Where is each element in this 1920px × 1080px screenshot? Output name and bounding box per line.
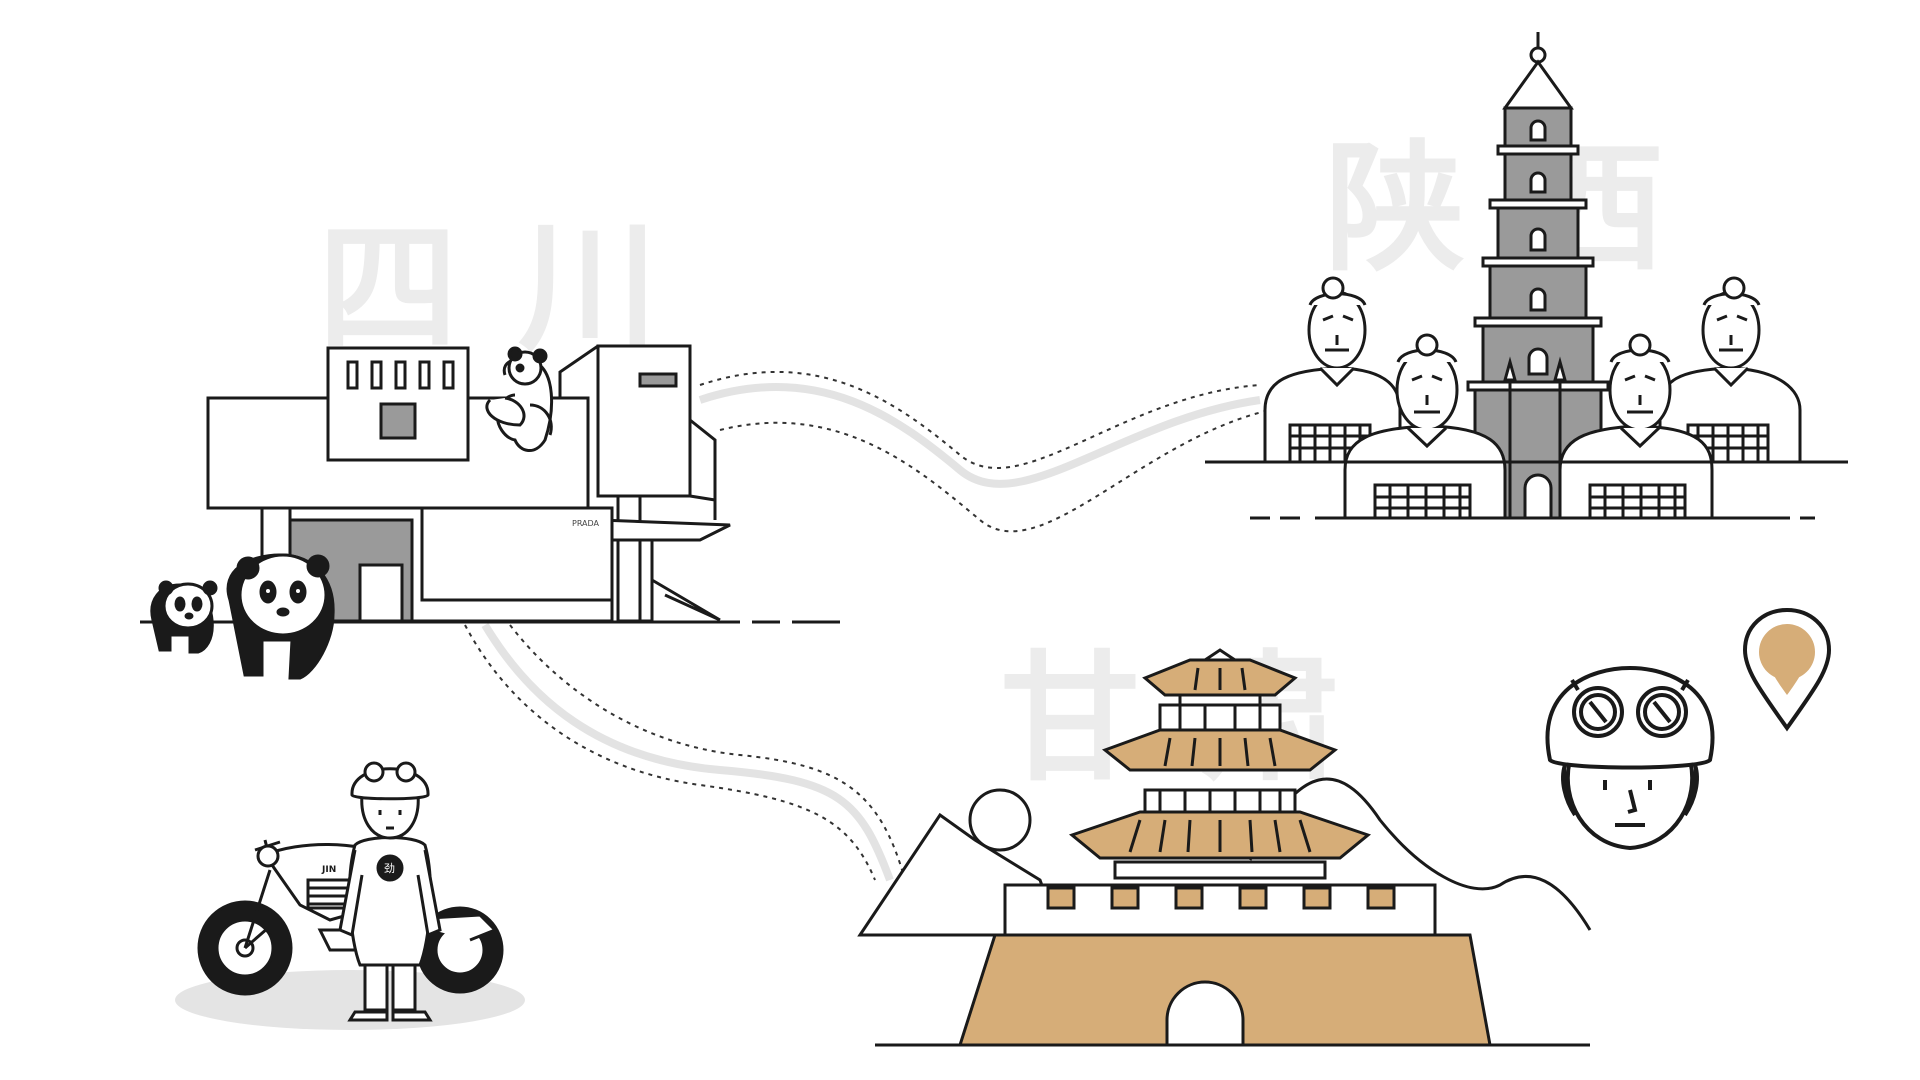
panda-small bbox=[150, 580, 218, 654]
rider-avatar-icon bbox=[1545, 665, 1715, 851]
jiayuguan-fortress bbox=[957, 648, 1492, 1047]
map-pin-icon bbox=[1742, 607, 1832, 732]
panda-on-roof bbox=[485, 346, 554, 452]
motorcycle-tank-text: JIN bbox=[321, 865, 336, 875]
jacket-badge-text: 劲 bbox=[384, 862, 395, 875]
region-label-sichuan: 四川 bbox=[318, 208, 719, 371]
route-sichuan-gansu bbox=[464, 622, 906, 882]
terracotta-warriors bbox=[1263, 276, 1802, 520]
shaanxi-ground bbox=[1205, 460, 1848, 520]
route-sichuan-shaanxi bbox=[698, 370, 1271, 533]
rider-with-motorcycle: JIN 劲 bbox=[175, 761, 525, 1030]
panda-large bbox=[226, 553, 335, 680]
prada-sign: PRADA bbox=[572, 519, 600, 528]
